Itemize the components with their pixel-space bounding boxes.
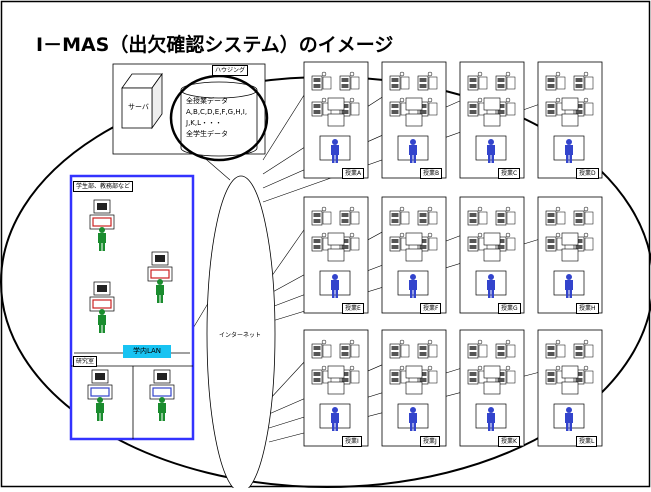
classroom bbox=[381, 329, 447, 447]
database-icon bbox=[180, 81, 258, 157]
classroom bbox=[459, 329, 525, 447]
terminal bbox=[89, 281, 115, 333]
terminal bbox=[87, 369, 113, 421]
server-label: サーバ bbox=[128, 103, 149, 111]
class-label: 授業F bbox=[420, 303, 442, 314]
housing-label: ハウジング bbox=[212, 65, 249, 76]
db-line: 全学生データ bbox=[186, 130, 228, 138]
terminal bbox=[149, 369, 175, 421]
classroom bbox=[381, 61, 447, 179]
internet-cloud bbox=[206, 175, 276, 492]
server-icon bbox=[121, 72, 163, 130]
page-title: I－MAS（出欠確認システム）のイメージ bbox=[36, 34, 394, 56]
class-label: 授業A bbox=[342, 168, 365, 179]
class-label: 授業B bbox=[420, 168, 443, 179]
db-line: J,K,L・・・ bbox=[186, 119, 223, 127]
campus-terminals bbox=[87, 199, 175, 421]
class-label: 授業J bbox=[420, 436, 440, 447]
db-line: A,B,C,D,E,F,G,H,I, bbox=[186, 108, 248, 116]
class-label: 授業D bbox=[576, 168, 599, 179]
classroom bbox=[303, 196, 369, 314]
office-label: 学生部、教務部など bbox=[73, 181, 134, 192]
classroom bbox=[381, 196, 447, 314]
terminal bbox=[89, 199, 115, 251]
classroom bbox=[537, 61, 603, 179]
lan-label: 学内LAN bbox=[123, 345, 171, 358]
classroom-grid bbox=[303, 61, 603, 447]
database-text: 全授業データ A,B,C,D,E,F,G,H,I, J,K,L・・・ 全学生デー… bbox=[186, 96, 247, 140]
class-label: 授業C bbox=[498, 168, 521, 179]
class-label: 授業K bbox=[498, 436, 520, 447]
db-line: 全授業データ bbox=[186, 97, 228, 105]
class-label: 授業G bbox=[498, 303, 521, 314]
campus-area bbox=[69, 174, 195, 441]
classroom bbox=[459, 61, 525, 179]
classroom bbox=[537, 329, 603, 447]
terminal bbox=[147, 251, 173, 303]
database-highlight bbox=[169, 74, 269, 162]
class-label: 授業I bbox=[342, 436, 362, 447]
class-label: 授業H bbox=[576, 303, 599, 314]
class-label: 授業E bbox=[342, 303, 364, 314]
internet-label: インターネット bbox=[219, 332, 262, 339]
classroom bbox=[303, 329, 369, 447]
classroom bbox=[537, 196, 603, 314]
classroom bbox=[459, 196, 525, 314]
lab-label: 研究室 bbox=[73, 356, 98, 367]
class-label: 授業L bbox=[576, 436, 598, 447]
classroom bbox=[303, 61, 369, 179]
